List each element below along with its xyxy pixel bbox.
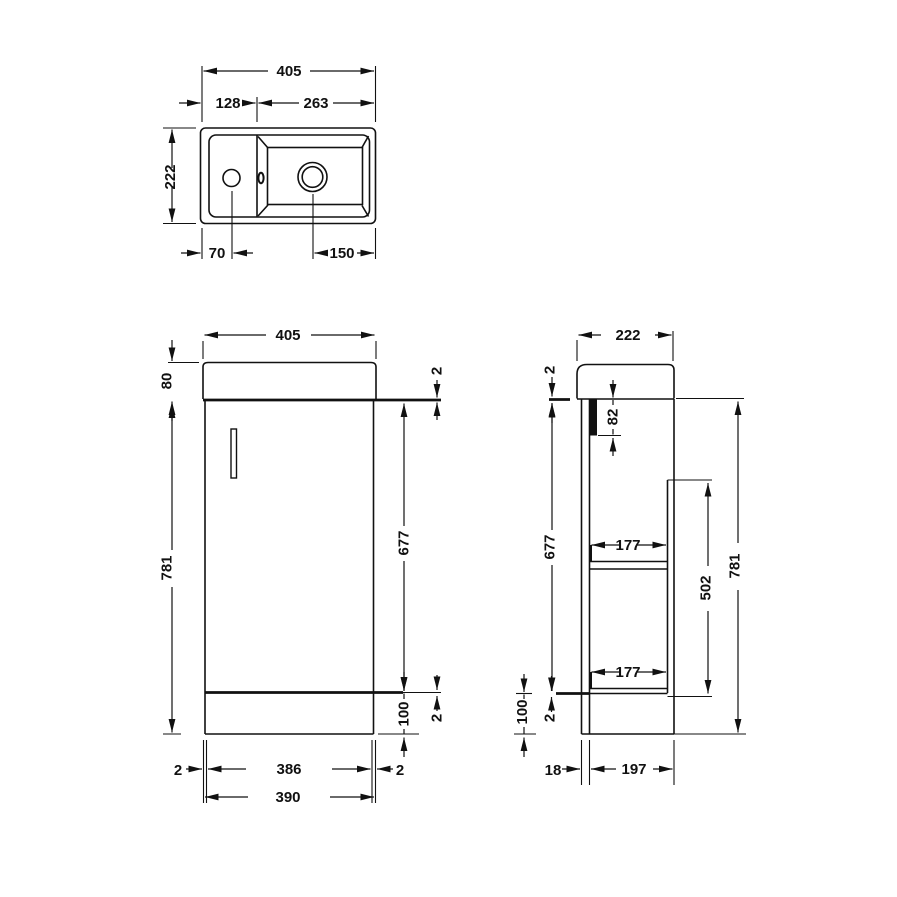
side-view-extension-lines xyxy=(576,331,675,785)
dim-label: 18 xyxy=(545,762,562,779)
dim-side-door-thickness: 18 xyxy=(545,762,580,779)
waste-hole-outer xyxy=(297,161,328,193)
dim-label: 502 xyxy=(698,575,715,600)
bowl-bevel-lines xyxy=(257,135,370,217)
dim-side-basin-overhang: 2 xyxy=(542,366,559,423)
dim-label: 177 xyxy=(615,537,640,554)
top-rail-section xyxy=(589,399,597,436)
dim-top-bowl-section: 263 xyxy=(258,95,374,112)
bowl-inner-outline xyxy=(266,146,364,206)
dim-top-waste-offset: 150 xyxy=(314,245,374,262)
dim-label: 70 xyxy=(209,245,226,262)
dim-label: 2 xyxy=(429,367,446,375)
dim-label: 222 xyxy=(162,164,179,189)
dim-front-carcass-width: 390 xyxy=(205,789,374,806)
dim-side-base-edge: 2 xyxy=(542,676,559,722)
dim-side-lower-shelf-depth: 177 xyxy=(591,664,666,681)
dim-label: 150 xyxy=(329,245,354,262)
dim-label: 2 xyxy=(542,366,559,374)
dim-side-upper-shelf-depth: 177 xyxy=(591,537,666,554)
shelf xyxy=(589,560,668,570)
dim-top-tap-offset: 70 xyxy=(181,245,253,262)
dim-front-worktop-edge: 2 xyxy=(429,367,446,420)
dim-front-gap-right: 2 xyxy=(377,762,404,779)
top-view-extension-lines xyxy=(163,66,377,259)
dim-front-base-edge: 2 xyxy=(429,675,446,722)
dim-front-basin-height: 80 xyxy=(159,340,176,421)
dim-label: 263 xyxy=(303,95,328,112)
overflow-hole xyxy=(257,171,265,185)
dim-side-top-rail: 82 xyxy=(605,380,622,456)
dim-label: 80 xyxy=(159,373,176,390)
dim-side-internal-depth: 197 xyxy=(591,761,673,778)
dim-label: 2 xyxy=(396,762,404,779)
dim-front-door-width: 386 xyxy=(208,761,371,778)
front-view-extension-lines xyxy=(163,341,419,803)
dim-label: 177 xyxy=(615,664,640,681)
dim-label: 197 xyxy=(621,761,646,778)
dim-front-gap-left: 2 xyxy=(174,762,202,779)
dim-front-cabinet-height: 781 xyxy=(159,404,176,733)
dim-top-left-section: 128 xyxy=(179,95,256,112)
dim-label: 390 xyxy=(275,789,300,806)
basin-deck-outline xyxy=(208,134,371,218)
tap-hole xyxy=(222,168,241,188)
dim-label: 2 xyxy=(174,762,182,779)
dim-label: 128 xyxy=(215,95,240,112)
door-handle xyxy=(230,428,238,479)
basin-plan-outline xyxy=(199,127,377,225)
dim-front-plinth-height: 100 xyxy=(396,672,413,757)
dim-label: 781 xyxy=(159,555,176,580)
dim-side-cabinet-height: 781 xyxy=(727,401,744,733)
dim-label: 386 xyxy=(276,761,301,778)
top-view: 405 128 263 222 70 150 xyxy=(162,63,377,262)
dim-front-basin-width: 405 xyxy=(204,327,375,344)
dim-side-overall-depth: 222 xyxy=(578,327,672,344)
dim-top-overall-width: 405 xyxy=(203,63,374,80)
basin-front-outline xyxy=(202,361,377,399)
dim-top-overall-depth: 222 xyxy=(162,129,179,222)
basin-side-outline xyxy=(576,363,675,399)
dim-label: 405 xyxy=(276,63,301,80)
dim-label: 82 xyxy=(605,409,622,426)
dim-side-back-panel-height: 502 xyxy=(698,483,715,694)
dim-label: 405 xyxy=(275,327,300,344)
dim-front-door-height: 677 xyxy=(396,403,413,691)
dim-label: 781 xyxy=(727,553,744,578)
dim-label: 222 xyxy=(615,327,640,344)
front-view: 405 80 781 2 677 xyxy=(159,327,446,806)
side-view: 222 2 82 677 177 xyxy=(514,327,746,785)
dim-label: 100 xyxy=(514,699,531,724)
dim-label: 677 xyxy=(396,530,413,555)
bottom-panel xyxy=(556,687,668,695)
dim-side-plinth-height: 100 xyxy=(514,674,531,757)
waste-hole-inner xyxy=(301,165,324,189)
dim-label: 2 xyxy=(542,714,559,722)
dim-label: 677 xyxy=(542,534,559,559)
dim-side-door-height: 677 xyxy=(542,404,559,691)
dim-label: 2 xyxy=(429,714,446,722)
dim-label: 100 xyxy=(396,701,413,726)
